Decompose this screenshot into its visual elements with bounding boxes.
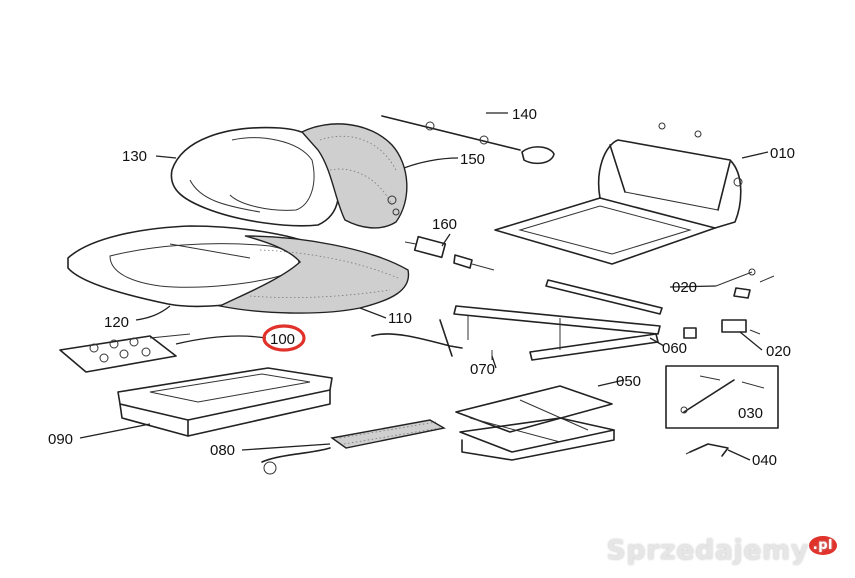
label-030: 030 [738,405,763,422]
part-050-suspension [455,385,615,461]
part-110-seat-foam [217,235,410,314]
part-080-cable-spring [261,419,446,475]
highlight-circle [262,324,306,352]
part-090-seat-pan [117,367,333,437]
label-020-top: 020 [672,279,697,296]
part-020-fasteners [683,268,775,339]
part-030-gas-spring-box [665,365,779,429]
part-160-bracket [404,235,495,271]
part-150-backrest-foam [300,123,408,229]
part-140-rod-assembly [381,115,555,165]
label-070: 070 [470,361,495,378]
part-100-plate [59,333,191,373]
part-070-adjust-bar [371,319,493,360]
watermark: Sprzedajemy.pl [606,535,837,566]
label-140: 140 [512,106,537,123]
label-020-bottom: 020 [766,343,791,360]
part-060-slide-rails [453,279,663,361]
label-060: 060 [662,340,687,357]
watermark-text: Sprzedajemy [606,535,809,566]
label-100: 100 [270,331,295,348]
part-040-bracket [685,443,729,457]
watermark-suffix: .pl [808,536,837,555]
label-090: 090 [48,431,73,448]
label-050: 050 [616,373,641,390]
label-010: 010 [770,145,795,162]
label-150: 150 [460,151,485,168]
label-120: 120 [104,314,129,331]
leader-lines [79,112,769,461]
label-160: 160 [432,216,457,233]
label-110: 110 [388,310,412,327]
label-080: 080 [210,442,235,459]
label-040: 040 [752,452,777,469]
label-130: 130 [122,148,147,165]
part-010-seat-frame [494,122,743,265]
